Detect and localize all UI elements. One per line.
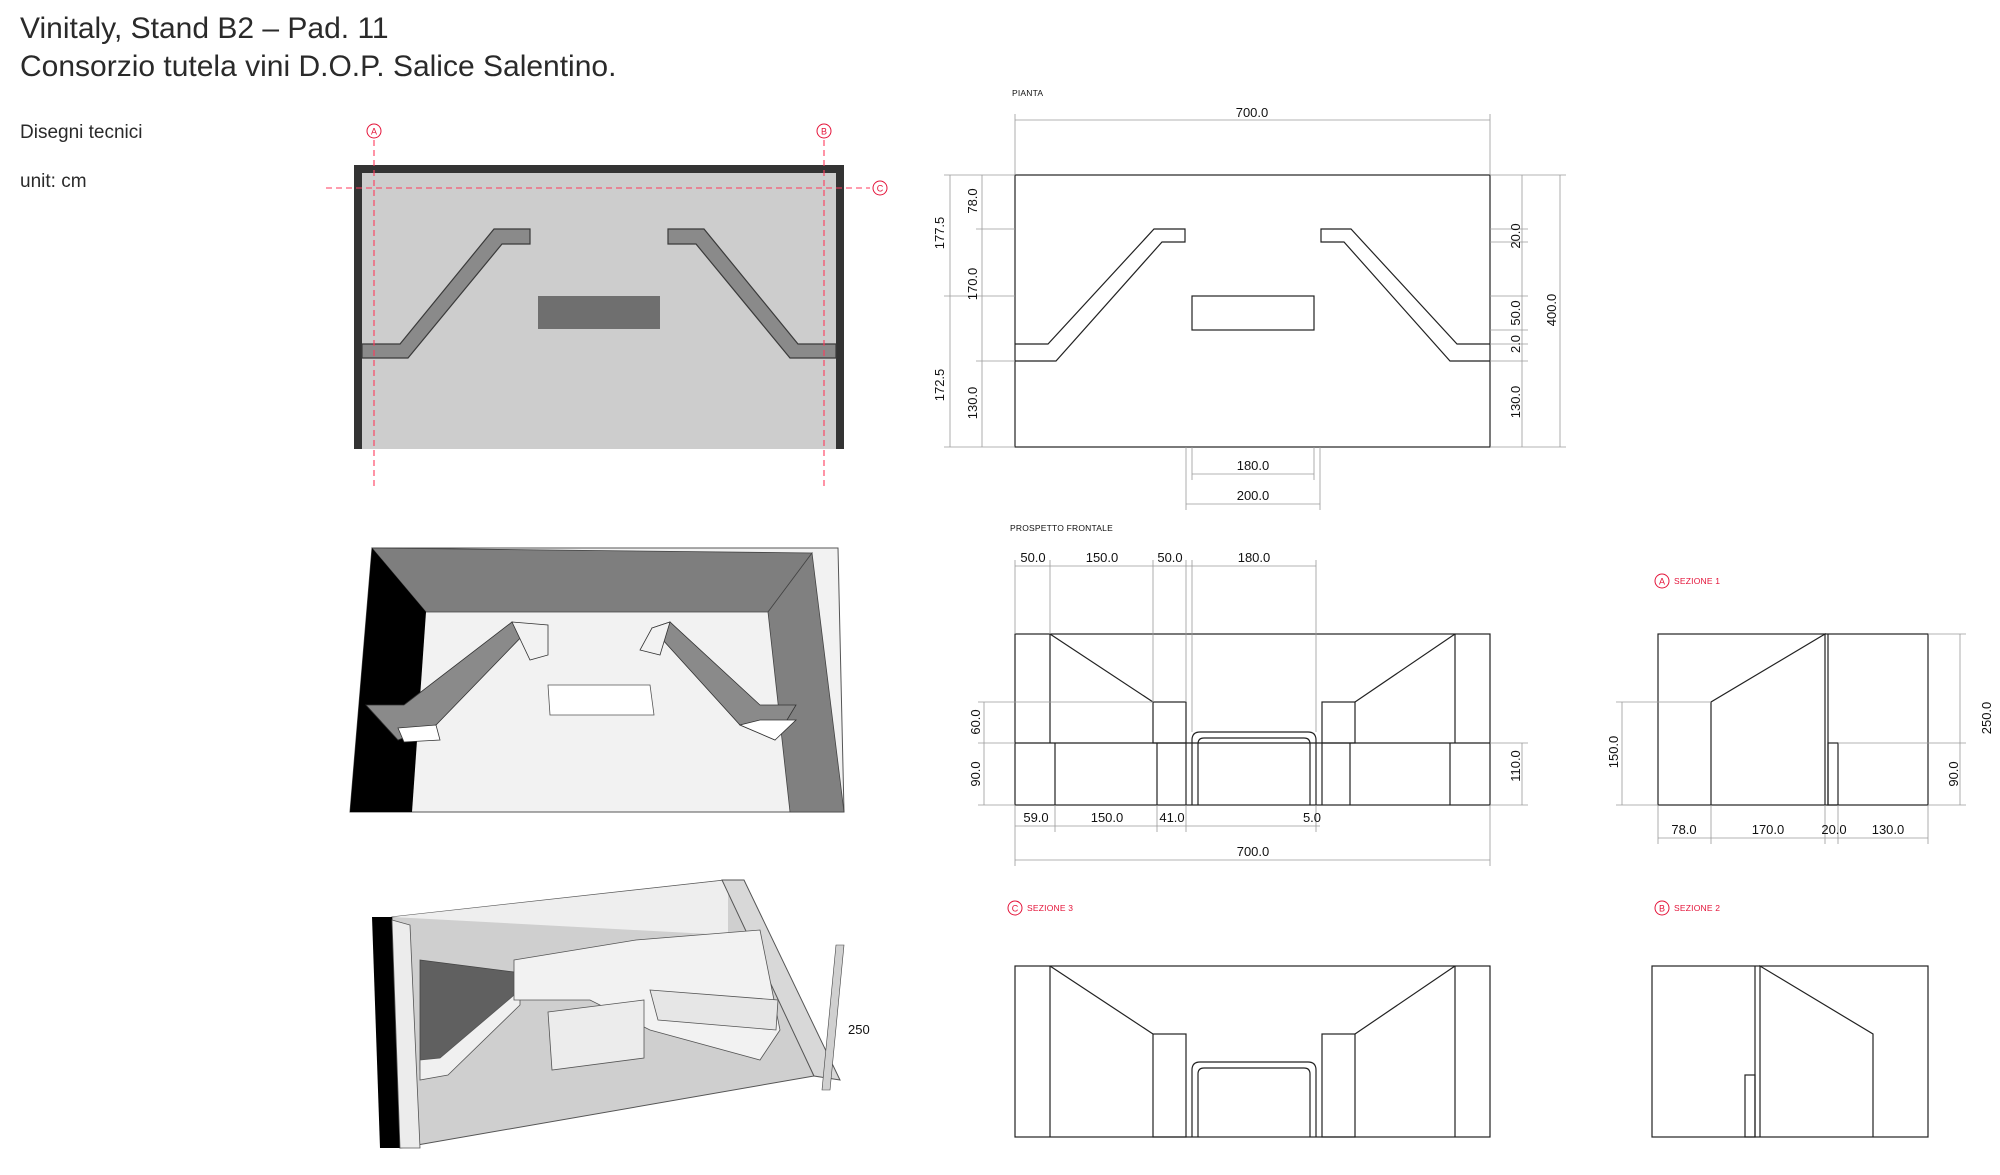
title-line-1: Vinitaly, Stand B2 – Pad. 11 [20,12,389,45]
sezione-1-drawing: A SEZIONE 1 150.0 250.0 90.0 78.0 170.0 … [1606,573,1994,844]
pianta-outline [1014,174,1491,448]
title-line-2: Consorzio tutela vini D.O.P. Salice Sale… [20,50,617,83]
dim-left-78: 78.0 [965,188,980,213]
dim-top-150: 150.0 [1086,550,1119,565]
plan-right-counter [667,228,837,359]
pianta-center-desk [1191,295,1315,331]
dim-right-400: 400.0 [1544,294,1559,327]
sec1-dim-20: 20.0 [1821,822,1846,837]
sec1-dim-90: 90.0 [1946,761,1961,786]
plan-center-desk [538,296,660,329]
sec1-dim-130: 130.0 [1872,822,1905,837]
marker-b-label: B [821,127,827,137]
marker-a [366,123,382,139]
pianta-drawing: PIANTA 700.0 177.5 172.5 78.0 170.0 130.… [932,88,1566,510]
perspective-height-label: 250 [848,1022,870,1037]
sezione-1-title: SEZIONE 1 [1674,576,1720,586]
sec1-dim-250: 250.0 [1979,702,1994,735]
pianta-right-counter [1320,228,1490,362]
dim-bottom-200: 200.0 [1237,488,1270,503]
sezione-3-drawing: C SEZIONE 3 [1007,900,1491,1138]
pianta-left-counter [1015,228,1186,362]
prospetto-frontale-drawing: PROSPETTO FRONTALE 50.0 150.0 50.0 180.0 [968,523,1528,866]
unit-label: unit: cm [20,171,87,192]
marker-c [872,180,888,196]
dim-width-700: 700.0 [1236,105,1269,120]
dim-right-2: 2.0 [1508,335,1523,353]
dim-bottom-5: 5.0 [1303,810,1321,825]
shaded-plan-view: A B C [326,123,888,486]
pianta-title: PIANTA [1012,88,1043,98]
marker-a-label: A [371,127,377,137]
drawings-label: Disegni tecnici [20,122,143,143]
dim-bottom-150: 150.0 [1091,810,1124,825]
dim-left-130: 130.0 [965,387,980,420]
plan-back-wall [354,165,844,173]
dim-right-110: 110.0 [1508,750,1523,782]
axonometric-top-view [349,547,845,813]
dim-left-60: 60.0 [968,709,983,734]
sezione-1-marker: A [1659,577,1665,587]
dim-left-177-5: 177.5 [932,217,947,250]
sec1-dim-78: 78.0 [1671,822,1696,837]
dim-right-50: 50.0 [1508,300,1523,325]
plan-left-wall [354,165,362,449]
sec1-dim-170: 170.0 [1752,822,1785,837]
sec1-dim-150: 150.0 [1606,736,1621,769]
sezione-3-marker: C [1012,904,1019,914]
dim-bottom-59: 59.0 [1023,810,1048,825]
prospetto-title: PROSPETTO FRONTALE [1010,523,1113,533]
marker-c-label: C [877,184,884,194]
marker-b [816,123,832,139]
dim-bottom-41: 41.0 [1159,810,1184,825]
plan-left-counter [361,228,531,359]
sezione-2-drawing: B SEZIONE 2 [1651,900,1929,1138]
dim-right-20: 20.0 [1508,223,1523,248]
dim-left-172-5: 172.5 [932,369,947,402]
dim-top-50-a: 50.0 [1020,550,1045,565]
dim-right-130: 130.0 [1508,386,1523,419]
dim-top-180: 180.0 [1238,550,1271,565]
dim-left-90: 90.0 [968,761,983,786]
sezione-2-marker: B [1659,904,1665,914]
sezione-3-title: SEZIONE 3 [1027,903,1073,913]
dim-top-50-b: 50.0 [1157,550,1182,565]
dim-bottom-700: 700.0 [1237,844,1270,859]
plan-right-wall [836,165,844,449]
dim-bottom-180: 180.0 [1237,458,1270,473]
dim-left-170: 170.0 [965,268,980,301]
sezione-2-title: SEZIONE 2 [1674,903,1720,913]
perspective-view: 250 [372,879,870,1149]
